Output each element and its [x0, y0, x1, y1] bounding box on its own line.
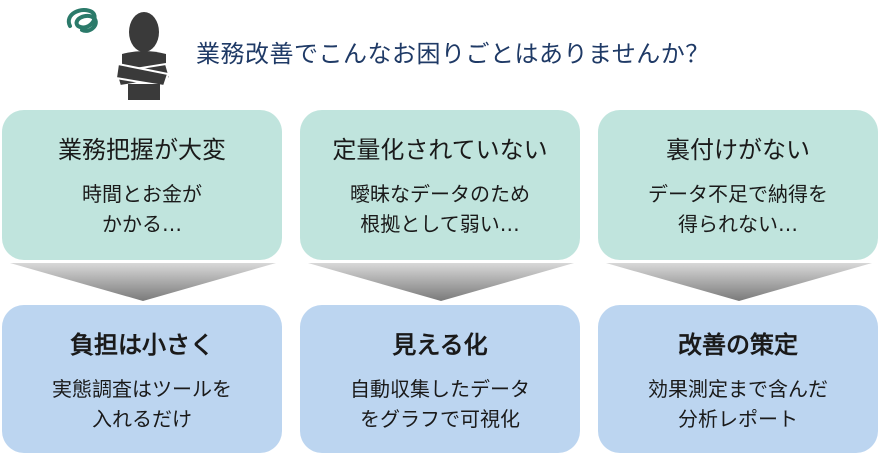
solution-title: 改善の策定	[678, 331, 798, 359]
down-arrow-icon	[10, 263, 276, 301]
down-arrow-icon	[606, 263, 872, 301]
problem-title: 定量化されていない	[332, 136, 548, 164]
problem-line: 根拠として弱い…	[360, 212, 520, 236]
problem-line: かかる…	[102, 212, 182, 236]
solution-line: をグラフで可視化	[360, 407, 520, 431]
problem-box: 定量化されていない 曖昧なデータのため根拠として弱い…	[300, 110, 580, 260]
problem-line: データ不足で納得を	[648, 182, 828, 206]
solution-line: 分析レポート	[678, 407, 798, 431]
solution-line: 自動収集したデータ	[350, 377, 530, 401]
problem-title: 裏付けがない	[666, 136, 810, 164]
solution-box: 改善の策定 効果測定まで含んだ分析レポート	[598, 305, 878, 453]
problem-title: 業務把握が大変	[58, 136, 226, 164]
solution-box: 見える化 自動収集したデータをグラフで可視化	[300, 305, 580, 453]
solution-line: 実態調査はツールを	[52, 377, 232, 401]
problem-line: 曖昧なデータのため	[350, 182, 530, 206]
problem-box: 業務把握が大変 時間とお金がかかる…	[2, 110, 282, 260]
down-arrow-icon	[308, 263, 574, 301]
worried-person-icon	[66, 7, 172, 100]
solution-title: 見える化	[392, 331, 488, 359]
solution-title: 負担は小さく	[70, 331, 214, 359]
problem-line: 得られない…	[678, 212, 798, 236]
problem-box: 裏付けがない データ不足で納得を得られない…	[598, 110, 878, 260]
solution-box: 負担は小さく 実態調査はツールを入れるだけ	[2, 305, 282, 453]
problem-line: 時間とお金が	[82, 182, 202, 206]
solution-line: 効果測定まで含んだ	[648, 377, 828, 401]
page-title: 業務改善でこんなお困りごとはありませんか？	[196, 40, 710, 68]
solution-line: 入れるだけ	[92, 407, 192, 431]
